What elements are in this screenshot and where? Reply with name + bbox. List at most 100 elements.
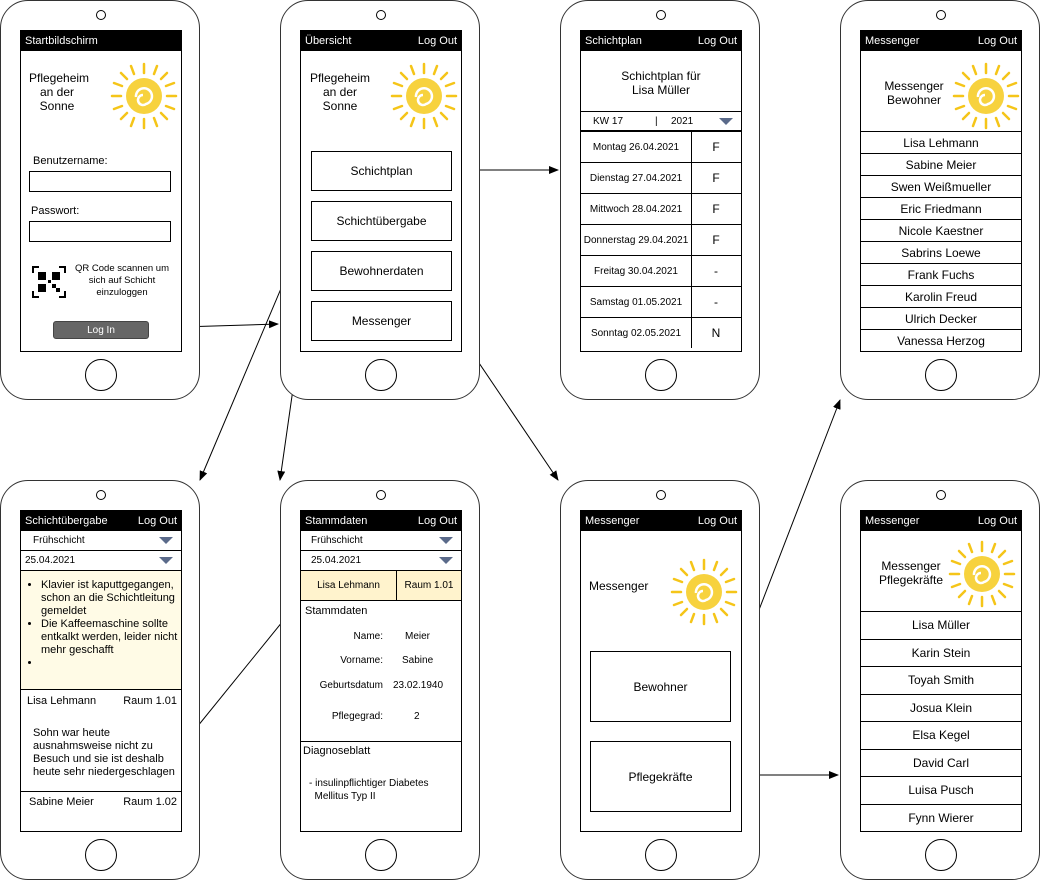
screen-title: Messenger: [865, 35, 920, 47]
home-name: Pflegeheim an der Sonne: [309, 71, 371, 113]
schedule-row[interactable]: Freitag 30.04.2021-: [581, 255, 741, 286]
sun-logo-icon: [669, 557, 739, 627]
schedule-shift: N: [711, 326, 721, 340]
home-button[interactable]: [925, 839, 957, 871]
password-field[interactable]: [29, 221, 171, 242]
staff-contact[interactable]: Fynn Wierer: [861, 803, 1021, 832]
schedule-shift: F: [712, 202, 720, 216]
resident-contact[interactable]: Nicole Kaestner: [861, 219, 1021, 241]
general-notes[interactable]: Klavier ist kaputtgegangen, schon an die…: [21, 571, 181, 689]
resident-contact[interactable]: Lisa Lehmann: [861, 131, 1021, 153]
username-field[interactable]: [29, 171, 171, 192]
field-value: Meier: [405, 631, 431, 642]
field-label: Name:: [353, 631, 383, 642]
screen-overview: Übersicht Log Out Pflegeheim an der Sonne…: [300, 30, 462, 352]
logout-button[interactable]: Log Out: [417, 515, 457, 527]
staff-contact[interactable]: Elsa Kegel: [861, 721, 1021, 749]
sun-logo-icon: [947, 539, 1017, 609]
resident-contact[interactable]: Ulrich Decker: [861, 307, 1021, 329]
logout-button[interactable]: Log Out: [417, 35, 457, 47]
home-button[interactable]: [85, 359, 117, 391]
staff-contact[interactable]: Luisa Pusch: [861, 776, 1021, 804]
screen-title: Übersicht: [305, 35, 352, 47]
chevron-down-icon: [159, 557, 173, 564]
schedule-row[interactable]: Sonntag 02.05.2021 N: [581, 317, 741, 348]
resident-contact[interactable]: Vanessa Herzog: [861, 329, 1021, 351]
resident-contact[interactable]: Sabrins Loewe: [861, 241, 1021, 263]
screen-title: Stammdaten: [305, 515, 368, 527]
schedule-shift: F: [712, 140, 720, 154]
note-item[interactable]: Klavier ist kaputtgegangen, schon an die…: [41, 579, 181, 618]
logout-button[interactable]: Log Out: [977, 35, 1017, 47]
schedule-row[interactable]: Samstag 01.05.2021-: [581, 286, 741, 317]
logout-button[interactable]: Log Out: [697, 35, 737, 47]
home-name: Pflegeheim an der Sonne: [29, 71, 90, 113]
logout-button[interactable]: Log Out: [977, 515, 1017, 527]
logout-button[interactable]: Log Out: [137, 515, 177, 527]
week-selector[interactable]: KW 17 | 2021: [581, 111, 741, 131]
diagnosis-text: - insulinpflichtiger Diabetes Mellitus T…: [309, 778, 429, 802]
shift-selector[interactable]: Frühschicht: [21, 531, 181, 551]
logout-button[interactable]: Log Out: [697, 515, 737, 527]
tab-resident-name[interactable]: Lisa Lehmann: [301, 571, 397, 601]
field-value: Sabine: [402, 655, 434, 666]
divider: [301, 741, 461, 743]
schichtplan-button[interactable]: Schichtplan: [311, 151, 452, 191]
home-button[interactable]: [365, 839, 397, 871]
home-button[interactable]: [925, 359, 957, 391]
staff-contact[interactable]: Josua Klein: [861, 693, 1021, 722]
phone-stammdaten: Stammdaten Log Out Frühschicht 25.04.2021…: [280, 480, 480, 880]
tab-room[interactable]: Raum 1.01: [397, 571, 461, 601]
schichtuebergabe-button[interactable]: Schichtübergabe: [311, 201, 452, 241]
qr-code-icon[interactable]: [31, 265, 67, 299]
login-button[interactable]: Log In: [53, 321, 149, 339]
note-item[interactable]: Die Kaffeemaschine sollte entkalkt werde…: [41, 618, 181, 657]
bewohnerdaten-button[interactable]: Bewohnerdaten: [311, 251, 452, 291]
schedule-day: Dienstag 27.04.2021: [581, 163, 692, 193]
separator: |: [655, 116, 658, 127]
resident-contact[interactable]: Eric Friedmann: [861, 197, 1021, 219]
sun-logo-icon: [951, 61, 1021, 131]
schedule-day: Sonntag 02.05.2021: [581, 318, 692, 348]
resident-name: Lisa Lehmann: [27, 695, 97, 707]
resident-contact[interactable]: Frank Fuchs: [861, 263, 1021, 285]
home-button[interactable]: [365, 359, 397, 391]
home-button[interactable]: [85, 839, 117, 871]
date-selector[interactable]: 25.04.2021: [21, 551, 181, 571]
home-button[interactable]: [645, 359, 677, 391]
resident-contact[interactable]: Sabine Meier: [861, 153, 1021, 175]
camera: [376, 10, 386, 20]
phone-overview: Übersicht Log Out Pflegeheim an der Sonne…: [280, 0, 480, 400]
date-selector[interactable]: 25.04.2021: [301, 551, 461, 571]
schedule-shift: -: [714, 295, 718, 309]
staff-contact[interactable]: David Carl: [861, 748, 1021, 777]
field-label: Vorname:: [340, 655, 383, 666]
resident-note[interactable]: Sohn war heute ausnahmsweise nicht zu Be…: [33, 727, 175, 778]
note-item[interactable]: [41, 657, 181, 670]
resident-contact[interactable]: Swen Weißmueller: [861, 175, 1021, 197]
pflegekraefte-button[interactable]: Pflegekräfte: [590, 741, 731, 812]
home-button[interactable]: [645, 839, 677, 871]
camera: [96, 490, 106, 500]
staff-contact[interactable]: Toyah Smith: [861, 666, 1021, 694]
screen-title: Messenger: [865, 515, 920, 527]
messenger-button[interactable]: Messenger: [311, 301, 452, 341]
week-value: KW 17: [593, 116, 624, 127]
screen-title: Startbildschirm: [25, 35, 98, 47]
username-label: Benutzername:: [33, 155, 108, 167]
bewohner-button[interactable]: Bewohner: [590, 651, 731, 722]
schedule-day: Freitag 30.04.2021: [581, 256, 692, 286]
resident-contact[interactable]: Karolin Freud: [861, 285, 1021, 307]
staff-contact[interactable]: Karin Stein: [861, 638, 1021, 667]
staff-contact[interactable]: Lisa Müller: [861, 611, 1021, 639]
section-stammdaten: Stammdaten: [305, 605, 368, 617]
camera: [656, 10, 666, 20]
shift-selector[interactable]: Frühschicht: [301, 531, 461, 551]
